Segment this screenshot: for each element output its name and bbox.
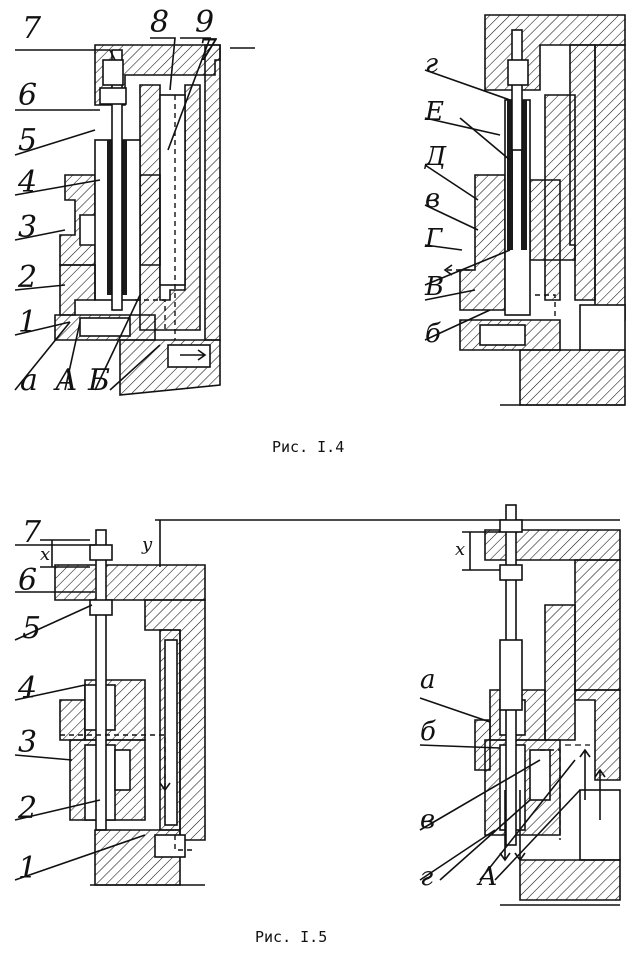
fig15-left-assembly [14,519,620,886]
label-2: 2 [17,260,37,295]
label-4: 4 [17,165,37,200]
fig14-left-assembly [14,37,255,396]
label-4: 4 [17,671,37,706]
label-V: В [424,272,444,302]
label-g: г [425,49,438,79]
label-b: б [425,319,441,349]
label-A: А [476,862,498,892]
label-x: x [40,544,50,565]
label-6: 6 [18,78,37,113]
label-v: в [420,805,435,835]
label-7: 7 [22,515,42,550]
caption-fig-1-4: Рис. I.4 [272,438,344,456]
label-1: 1 [18,851,37,886]
caption-fig-1-5: Рис. I.5 [255,928,327,946]
fig15-right-assembly [419,504,621,906]
label-3: 3 [18,210,37,245]
label-a: а [20,363,38,398]
label-D: Д [424,142,447,172]
label-6: 6 [18,563,37,598]
label-9: 9 [195,5,214,40]
label-G: Г [424,224,443,254]
label-7: 7 [22,11,42,46]
label-E: Е [424,97,444,127]
label-v: в [425,184,440,214]
label-y: y [141,534,153,555]
label-g: г [420,862,433,892]
fig14-right-assembly [424,14,626,406]
label-A: А [53,363,78,398]
label-B: Б [87,363,110,398]
label-8: 8 [150,5,169,40]
label-7b: 7 [198,33,218,68]
fig14-right-labels: г Е Д в Г В б [424,49,447,349]
label-5: 5 [22,611,41,646]
fig14-left-labels: 7 6 5 4 3 2 1 8 9 7 а А Б [17,5,218,398]
label-5: 5 [18,123,37,158]
label-2: 2 [17,791,37,826]
fig15-right-labels: x а б в г А [420,539,498,892]
label-b: б [420,717,436,747]
label-3: 3 [18,725,37,760]
label-x: x [455,539,465,560]
label-a: а [420,665,436,695]
fig15-left-labels: 7 6 5 4 3 2 1 x y [17,515,153,886]
label-1: 1 [18,305,37,340]
